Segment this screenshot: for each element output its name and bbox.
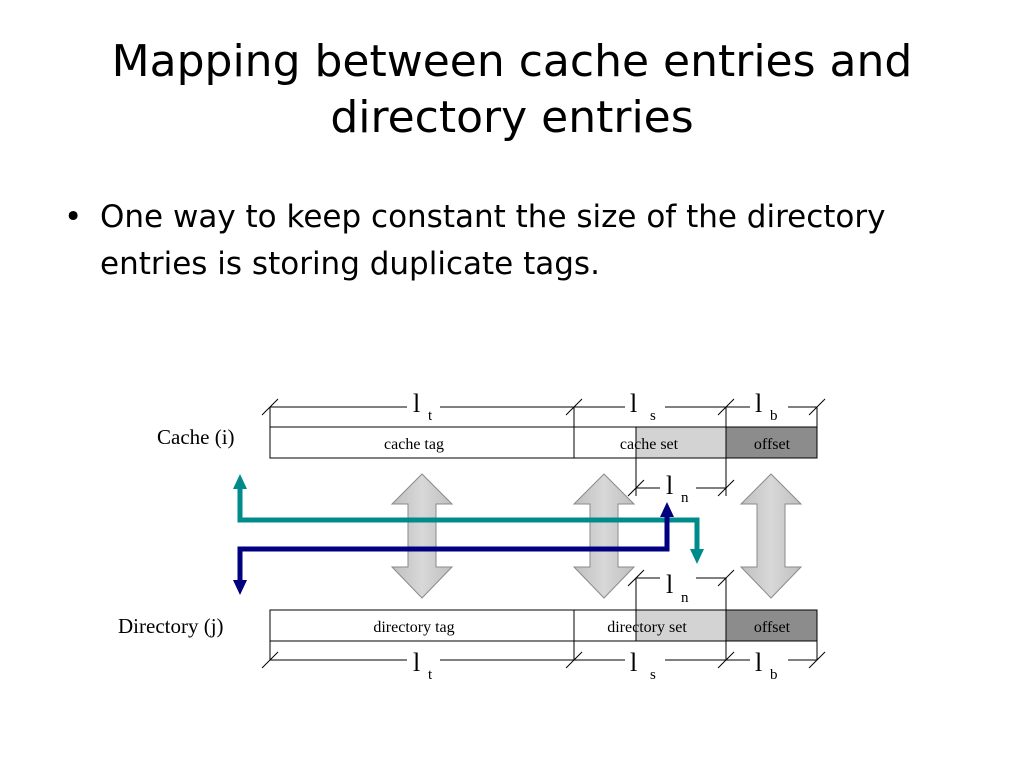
- svg-text:l: l: [755, 389, 762, 418]
- svg-text:b: b: [770, 667, 778, 683]
- bullet-item: One way to keep constant the size of the…: [64, 194, 964, 288]
- cache-dimension-row: [261, 398, 826, 427]
- teal-mapping-arrow: [233, 474, 704, 564]
- svg-text:t: t: [428, 408, 433, 424]
- directory-label: Directory (j): [118, 614, 224, 638]
- svg-text:n: n: [681, 590, 689, 606]
- cache-label: Cache (i): [157, 425, 235, 449]
- cache-ln-dimension: [627, 458, 735, 497]
- directory-lb-label: l b: [755, 648, 778, 683]
- directory-set-field: directory set: [607, 619, 687, 636]
- cache-tag-field: cache tag: [384, 436, 444, 453]
- svg-text:l: l: [666, 570, 673, 599]
- directory-ln-label: l n: [666, 570, 689, 606]
- svg-text:s: s: [650, 408, 656, 424]
- directory-record: directory tag directory set offset: [269, 609, 818, 642]
- svg-text:s: s: [650, 667, 656, 683]
- svg-text:l: l: [413, 389, 420, 418]
- grey-double-arrow-set: [572, 473, 636, 599]
- grey-double-arrow-offset: [739, 473, 803, 599]
- slide-title: Mapping between cache entries and direct…: [111, 36, 913, 143]
- svg-text:l: l: [666, 471, 673, 500]
- svg-text:b: b: [770, 408, 778, 424]
- svg-text:l: l: [413, 648, 420, 677]
- svg-text:n: n: [681, 490, 689, 506]
- grey-double-arrow-tag: [390, 473, 454, 599]
- navy-mapping-arrow: [233, 502, 674, 595]
- svg-text:l: l: [630, 648, 637, 677]
- svg-text:l: l: [755, 648, 762, 677]
- bullet-list: One way to keep constant the size of the…: [64, 194, 964, 288]
- cache-offset-field: offset: [754, 436, 791, 453]
- cache-ls-label: l s: [630, 389, 656, 424]
- directory-tag-field: directory tag: [373, 619, 454, 636]
- svg-text:t: t: [428, 667, 433, 683]
- cache-ln-label: l n: [666, 471, 689, 506]
- directory-dimension-row: [261, 641, 826, 669]
- directory-ls-label: l s: [630, 648, 656, 683]
- cache-lb-label: l b: [755, 389, 778, 424]
- directory-offset-field: offset: [754, 619, 791, 636]
- directory-lt-label: l t: [413, 648, 433, 683]
- svg-text:l: l: [630, 389, 637, 418]
- cache-record: cache tag cache set offset: [269, 426, 818, 459]
- cache-lt-label: l t: [413, 389, 433, 424]
- directory-ln-dimension: [627, 569, 735, 610]
- cache-set-field: cache set: [620, 436, 679, 453]
